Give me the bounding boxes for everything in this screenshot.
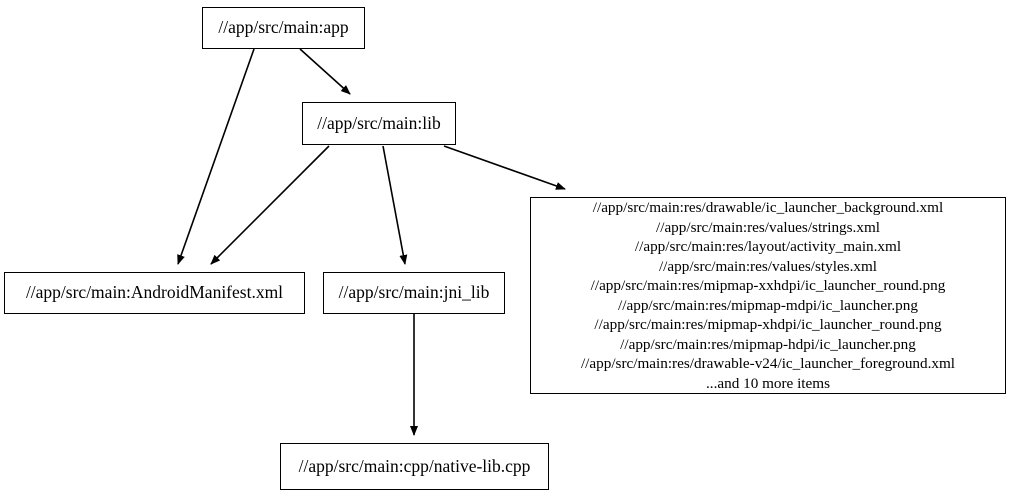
edge-app-to-manifest [177,48,255,265]
graph-node-lib-label: //app/src/main:lib [317,112,441,133]
edge-app-to-lib [299,48,351,95]
graph-node-android-manifest[interactable]: //app/src/main:AndroidManifest.xml [4,272,305,314]
graph-node-app-label: //app/src/main:app [218,17,349,38]
graph-node-res-group-label: //app/src/main:res/drawable/ic_launcher_… [580,199,956,392]
edge-lib-to-jni-lib [382,145,408,265]
graph-node-android-manifest-label: //app/src/main:AndroidManifest.xml [25,282,284,303]
graph-node-native-lib-cpp-label: //app/src/main:cpp/native-lib.cpp [298,455,531,476]
edge-lib-to-res-group [443,145,566,190]
graph-node-lib[interactable]: //app/src/main:lib [302,102,456,145]
graph-node-res-group[interactable]: //app/src/main:res/drawable/ic_launcher_… [530,197,1006,394]
edge-lib-to-manifest [210,145,330,265]
graph-node-jni-lib[interactable]: //app/src/main:jni_lib [323,272,505,314]
graph-node-jni-lib-label: //app/src/main:jni_lib [338,282,490,303]
graph-node-native-lib-cpp[interactable]: //app/src/main:cpp/native-lib.cpp [280,443,549,490]
graph-node-app[interactable]: //app/src/main:app [202,7,365,49]
